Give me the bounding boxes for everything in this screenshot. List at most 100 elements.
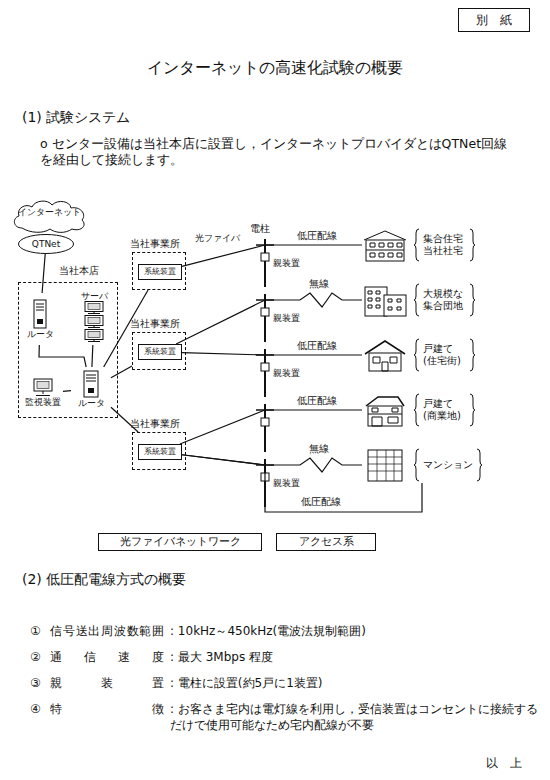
bracket <box>469 393 475 427</box>
connector-label: 低圧配線 <box>300 496 342 508</box>
item-text: : 電柱に設置(約5戸に1装置) <box>170 676 538 692</box>
oval-outline <box>19 235 74 254</box>
connector <box>111 366 132 378</box>
housing-complex-icon <box>362 283 408 317</box>
node-text: 光ファイバネットワーク <box>120 535 241 548</box>
region-heading: 当社本店 <box>59 265 99 277</box>
icon <box>362 283 408 317</box>
router: ルータ <box>71 367 111 411</box>
building: マンション <box>362 447 482 483</box>
item-term: 親 装 置 <box>50 676 164 692</box>
node-text: 別 紙 <box>476 13 512 27</box>
node-text: インターネット <box>18 207 81 218</box>
house-icon <box>362 338 408 372</box>
node-text: ルータ <box>27 329 54 340</box>
node-text: QTNet <box>32 239 60 250</box>
pc-icon <box>32 378 54 397</box>
server-icon <box>82 301 106 343</box>
node-text: 系統装置 <box>144 447 176 457</box>
router: ルータ <box>25 293 55 345</box>
pole-label: 電柱 <box>250 222 270 235</box>
item-term: 信号送出周波数範囲 <box>50 624 164 640</box>
node-text: マンション <box>420 459 476 471</box>
node-text: 戸建て (住宅街) <box>420 343 469 367</box>
icon <box>33 299 47 329</box>
item-number: ② <box>30 650 41 666</box>
building: 集合住宅 当社社宅 <box>362 227 475 263</box>
router-icon <box>83 370 99 398</box>
connector-label: 低圧配線 <box>296 230 338 242</box>
node-text: 戸建て (商業地) <box>420 398 469 422</box>
device-label: 親装置 <box>273 313 300 325</box>
line-label: 光ファイバ <box>195 233 240 245</box>
apartment-icon <box>362 228 408 262</box>
building: 大規模な 集合団地 <box>362 282 475 318</box>
connector-label: 低圧配線 <box>296 395 338 407</box>
cloud-outline <box>14 201 84 232</box>
router-icon <box>33 299 47 329</box>
wireless-link <box>176 293 362 344</box>
section-heading: (2) 低圧配電線方式の概要 <box>22 570 186 588</box>
bracket <box>414 228 420 262</box>
node-text: 監視装置 <box>25 397 61 408</box>
connector <box>42 254 45 293</box>
section-bar: 光ファイバネットワーク <box>98 533 262 551</box>
monitor-unit: 監視装置 <box>23 371 63 415</box>
bracket <box>414 338 420 372</box>
bracket <box>414 448 420 482</box>
mansion-icon <box>362 448 408 482</box>
region-heading: 当社事業所 <box>130 318 180 330</box>
device-label: 親装置 <box>273 258 300 270</box>
item-number: ① <box>30 624 41 640</box>
bracket <box>476 448 482 482</box>
bracket <box>476 448 482 482</box>
system-unit: 系統装置 <box>138 444 182 460</box>
icon <box>362 393 408 427</box>
bracket <box>414 393 420 427</box>
item-number: ③ <box>30 676 41 692</box>
icon <box>82 301 106 343</box>
connector <box>39 345 86 367</box>
section-bar: アクセス系 <box>276 533 376 551</box>
icon <box>83 370 99 398</box>
item-term: 通 信 速 度 <box>50 650 164 666</box>
utility-pole <box>256 404 274 452</box>
node-text: アクセス系 <box>299 535 354 548</box>
section-heading: (1) 試験システム <box>22 108 130 126</box>
attachment-tag: 別 紙 <box>458 8 530 32</box>
page-title: インターネットの高速化試験の概要 <box>0 58 550 79</box>
end-mark: 以 上 <box>486 756 522 772</box>
item-text: : 最大 3Mbps 程度 <box>170 650 538 666</box>
bracket <box>414 228 420 262</box>
bracket <box>469 338 475 372</box>
icon <box>362 448 408 482</box>
head-office-region: 当社本店ルータサーバ監視装置ルータ <box>18 282 118 418</box>
building: 戸建て (住宅街) <box>362 337 475 373</box>
region-heading: 当社事業所 <box>130 238 180 250</box>
bracket <box>469 228 475 262</box>
bracket <box>469 283 475 317</box>
icon <box>32 378 54 397</box>
provider-oval: QTNet <box>18 234 74 254</box>
connector <box>63 390 71 392</box>
system-unit: 系統装置 <box>138 264 182 280</box>
bracket <box>469 228 475 262</box>
item-text: : 10kHz～450kHz(電波法規制範囲) <box>170 624 538 640</box>
bracket <box>414 283 420 317</box>
icon <box>362 228 408 262</box>
branch-office: 当社事業所系統装置 <box>132 432 186 470</box>
node-text: サーバ <box>81 291 108 302</box>
node-text: 大規模な 集合団地 <box>420 288 469 312</box>
bracket <box>469 338 475 372</box>
node-text: ルータ <box>78 398 105 409</box>
connector <box>91 345 93 367</box>
server: サーバ <box>73 289 115 345</box>
utility-pole <box>256 349 274 397</box>
item-term: 特 徴 <box>50 702 164 718</box>
branch-office: 当社事業所系統装置 <box>132 332 186 370</box>
shop-house-icon <box>362 393 408 427</box>
building: 戸建て (商業地) <box>362 392 475 428</box>
connector <box>182 353 362 355</box>
bracket <box>469 393 475 427</box>
